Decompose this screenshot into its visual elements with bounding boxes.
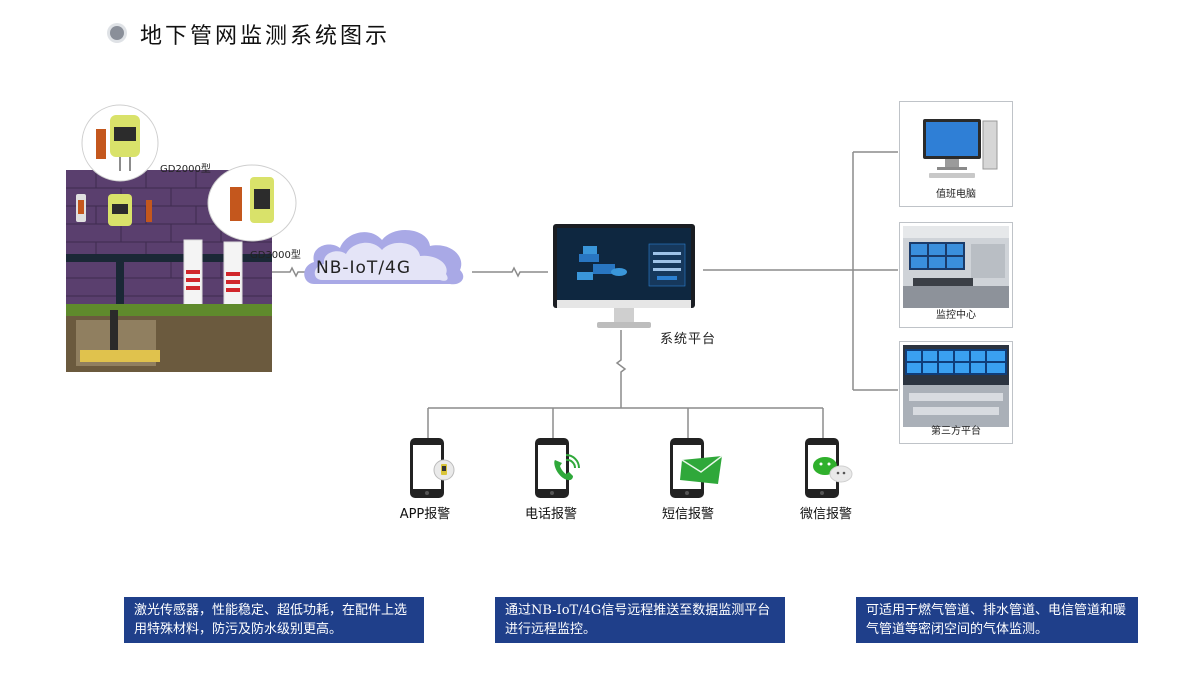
note-applications: 可适用于燃气管道、排水管道、电信管道和暖气管道等密闭空间的气体监测。 [856,597,1138,643]
gd3000-label: GD3000型 [250,250,301,261]
field-installation-scene [66,170,272,372]
monitoring-center-photo [903,226,1009,308]
desktop-computer-icon [923,119,998,178]
link-platform-phones [615,330,627,408]
endpoint-card-duty-pc: 值班电脑 [899,101,1013,207]
network-label: NB-IoT/4G [316,258,412,278]
sms-envelope-icon [670,438,723,498]
endpoint-label: 值班电脑 [936,189,976,200]
cloud-network-icon [304,229,464,285]
endpoint-label: 第三方平台 [931,426,981,437]
phone-call-icon [535,438,580,498]
link-cloud-platform [472,266,548,278]
endpoint-label: 监控中心 [936,310,976,321]
wechat-icon [805,438,853,498]
gd2000-label: GD2000型 [160,164,211,175]
title-bullet-icon [110,26,124,40]
note-transmission: 通过NB-IoT/4G信号远程推送至数据监测平台进行远程监控。 [495,597,785,643]
app-icon [410,438,455,498]
page-title: 地下管网监测系统图示 [140,24,391,49]
endpoint-card-third-party: 第三方平台 [899,341,1013,444]
platform-label: 系统平台 [660,332,717,347]
alarm-label-sms: 短信报警 [661,507,714,522]
alarm-label-wechat: 微信报警 [799,507,852,522]
alarm-label-app: APP报警 [399,507,451,522]
link-device-cloud [272,266,305,278]
note-sensor: 激光传感器，性能稳定、超低功耗，在配件上选用特殊材料，防污及防水级别更高。 [124,597,424,643]
system-platform-monitor [553,224,695,328]
gd2000-device-image [81,104,159,182]
gd3000-device-image [207,164,297,242]
endpoint-card-monitoring-center: 监控中心 [899,222,1013,328]
alarm-label-phone: 电话报警 [524,507,577,522]
third-party-platform-photo [903,345,1009,427]
